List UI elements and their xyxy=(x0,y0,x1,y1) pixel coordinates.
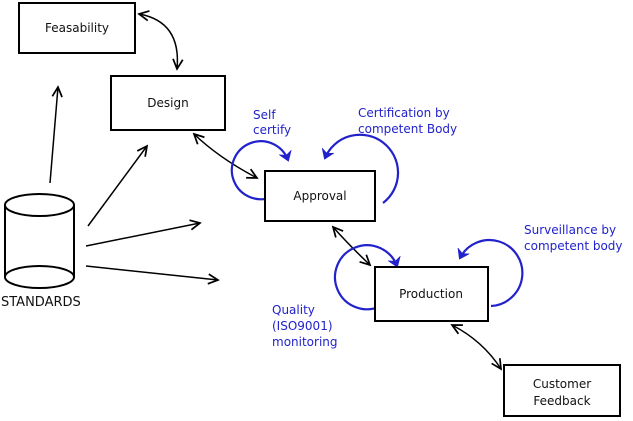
arrow-standards-feasability xyxy=(49,87,58,184)
node-feasability: Feasability xyxy=(18,2,136,54)
arrow-design-approval xyxy=(194,134,257,178)
surveillance-line1: Surveillance by xyxy=(524,223,616,237)
annotation-surveillance: Surveillance by competent body xyxy=(524,223,623,253)
annotation-self-certify: Self certify xyxy=(253,108,291,137)
customer-feedback-box xyxy=(503,364,621,417)
standards-label: STANDARDS xyxy=(1,295,81,310)
feasability-box xyxy=(18,2,136,54)
self-certify-line1: Self xyxy=(253,108,276,122)
certification-line2: competent Body xyxy=(358,122,457,136)
approval-box xyxy=(264,170,376,222)
node-design: Design xyxy=(110,75,226,131)
production-box xyxy=(374,266,489,322)
quality-line3: monitoring xyxy=(272,335,338,349)
cylinder-top-ellipse xyxy=(4,193,75,217)
quality-line1: Quality xyxy=(272,303,315,317)
arrow-standards-production xyxy=(85,265,218,280)
customer-feedback-label-line2: Feedback xyxy=(533,394,590,408)
node-customer-feedback: Customer Feedback xyxy=(503,364,621,417)
arrow-approval-production xyxy=(333,227,370,265)
node-approval: Approval xyxy=(264,170,376,222)
loop-quality-monitoring xyxy=(333,244,397,311)
loop-surveillance xyxy=(460,238,524,308)
loop-self-certify xyxy=(230,140,288,201)
design-label: Design xyxy=(147,96,188,110)
production-label: Production xyxy=(399,287,463,301)
design-box xyxy=(110,75,226,131)
arrow-standards-approval xyxy=(85,223,200,247)
loop-certification xyxy=(325,133,400,204)
arrow-standards-design xyxy=(87,146,147,227)
arrow-feasability-design xyxy=(139,14,177,69)
certification-line1: Certification by xyxy=(358,106,450,120)
feasability-label: Feasability xyxy=(45,21,109,35)
annotation-certification: Certification by competent Body xyxy=(358,106,457,136)
node-production: Production xyxy=(374,266,489,322)
approval-label: Approval xyxy=(293,189,346,203)
surveillance-line2: competent body xyxy=(524,239,623,253)
customer-feedback-label-line1: Customer xyxy=(533,377,591,391)
arrow-production-customer-feedback xyxy=(452,325,501,369)
node-standards: STANDARDS xyxy=(1,193,81,310)
quality-line2: (ISO9001) xyxy=(272,319,333,333)
self-certify-line2: certify xyxy=(253,123,291,137)
annotation-quality-monitoring: Quality (ISO9001) monitoring xyxy=(272,303,338,349)
cylinder-bottom-ellipse xyxy=(4,265,75,289)
